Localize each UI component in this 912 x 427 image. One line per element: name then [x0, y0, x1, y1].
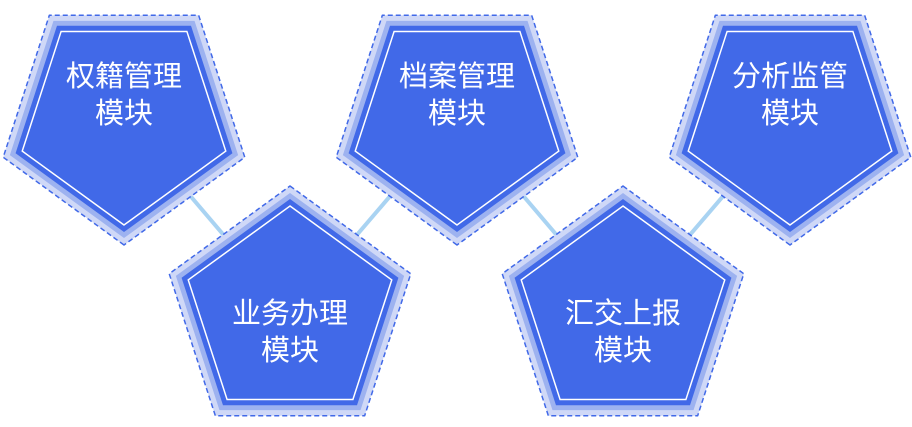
module-subtitle: 模块: [428, 96, 486, 130]
node-inner-outline: [687, 30, 893, 226]
module-title: 分析监管: [732, 59, 848, 93]
module-subtitle: 模块: [261, 333, 319, 367]
node-inner-outline: [21, 30, 227, 226]
node-body: [348, 25, 566, 232]
module-subtitle: 模块: [95, 96, 153, 130]
node-body: [681, 25, 899, 232]
module-subtitle: 模块: [761, 96, 819, 130]
module-title: 业务办理: [232, 296, 348, 330]
module-title: 权籍管理: [66, 59, 182, 93]
module-title: 汇交上报: [565, 296, 681, 330]
node-body: [181, 199, 399, 406]
node-inner-outline: [520, 205, 726, 401]
node-inner-outline: [354, 30, 560, 226]
node-body: [514, 199, 732, 406]
module-subtitle: 模块: [594, 333, 652, 367]
node-body: [15, 25, 233, 232]
module-title: 档案管理: [399, 59, 515, 93]
node-inner-outline: [187, 205, 393, 401]
